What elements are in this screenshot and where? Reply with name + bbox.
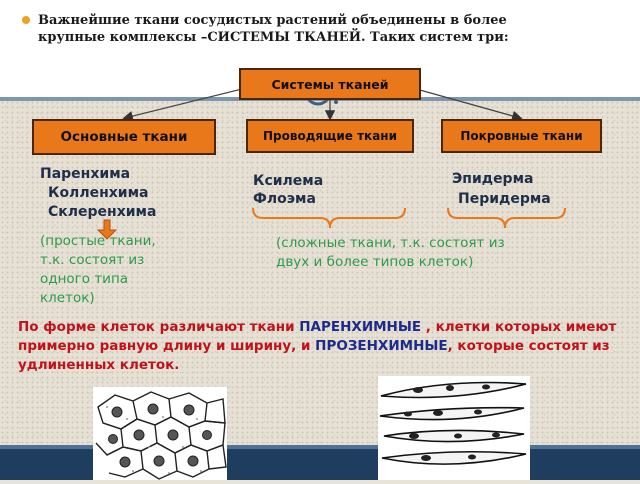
cell-shape-paragraph: По форме клеток различают ткани ПАРЕНХИМ… (18, 319, 617, 373)
textured-background (0, 100, 640, 445)
label-parenchyma: Паренхима (40, 166, 131, 182)
root-box: Системы тканей (239, 68, 421, 100)
bullet-icon (22, 16, 30, 24)
box-conductive-tissues: Проводящие ткани (246, 119, 414, 153)
box-covering-tissues: Покровные ткани (441, 119, 602, 153)
label-phloem: Флоэма (253, 191, 316, 207)
label-periderm: Перидерма (458, 191, 551, 207)
intro-text: Важнейшие ткани сосудистых растений объе… (38, 13, 509, 45)
parenchyma-cells-image (93, 387, 227, 480)
label-epidermis: Эпидерма (452, 171, 534, 187)
note-complex-tissues: (сложные ткани, т.к. состоят из двух и б… (276, 235, 505, 270)
prosenchyma-cells-image (378, 376, 530, 480)
label-sclerenchyma: Склеренхима (48, 204, 157, 220)
note-simple-tissues: (простые ткани, т.к. состоят из одного т… (40, 233, 156, 306)
box-basic-tissues: Основные ткани (32, 119, 216, 155)
label-xylem: Ксилема (253, 173, 324, 189)
label-collenchyma: Колленхима (48, 185, 149, 201)
